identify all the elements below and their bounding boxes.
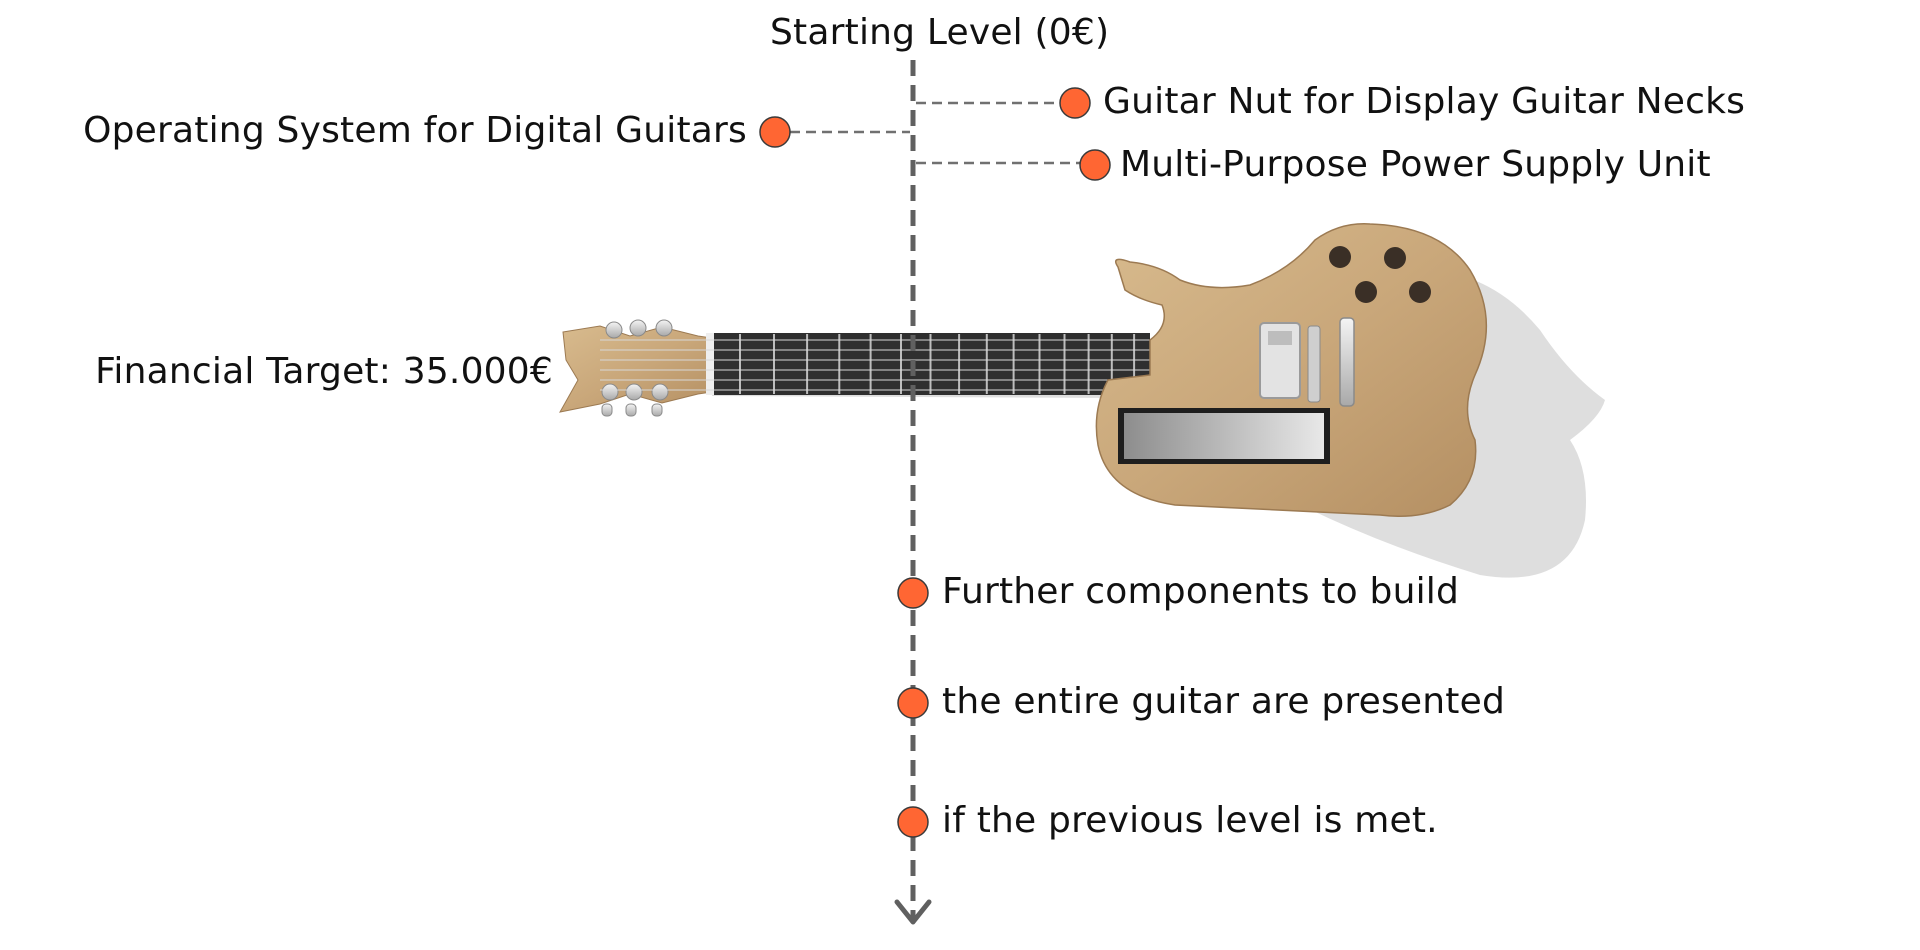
marker-previous-level — [897, 806, 929, 838]
timeline-arrowhead-icon — [894, 899, 932, 925]
milestone-label-further-components: Further components to build — [942, 571, 1460, 612]
milestone-label-power-supply: Multi-Purpose Power Supply Unit — [1120, 144, 1711, 185]
control-knobs — [1329, 246, 1431, 303]
marker-operating-system — [759, 116, 791, 148]
guitar-headstock — [559, 319, 713, 417]
bridge — [1339, 317, 1355, 407]
milestone-label-guitar-nut: Guitar Nut for Display Guitar Necks — [1103, 81, 1746, 122]
marker-guitar-nut — [1059, 87, 1091, 119]
milestone-markers — [759, 87, 1111, 838]
timeline-axis — [894, 60, 932, 925]
milestone-label-operating-system: Operating System for Digital Guitars — [83, 110, 747, 151]
milestone-connectors — [790, 101, 1082, 165]
milestone-label-entire-guitar: the entire guitar are presented — [942, 681, 1506, 722]
tailpiece — [1307, 325, 1321, 403]
starting-level-label: Starting Level (0€) — [770, 12, 1110, 53]
guitar-body — [1095, 223, 1488, 517]
guitar-illustration — [559, 223, 1605, 578]
milestone-label-previous-level: if the previous level is met. — [942, 800, 1438, 841]
tuning-pegs — [601, 319, 673, 417]
marker-entire-guitar — [897, 687, 929, 719]
marker-power-supply — [1079, 149, 1111, 181]
marker-further-components — [897, 577, 929, 609]
financial-target-label: Financial Target: 35.000€ — [95, 351, 553, 392]
